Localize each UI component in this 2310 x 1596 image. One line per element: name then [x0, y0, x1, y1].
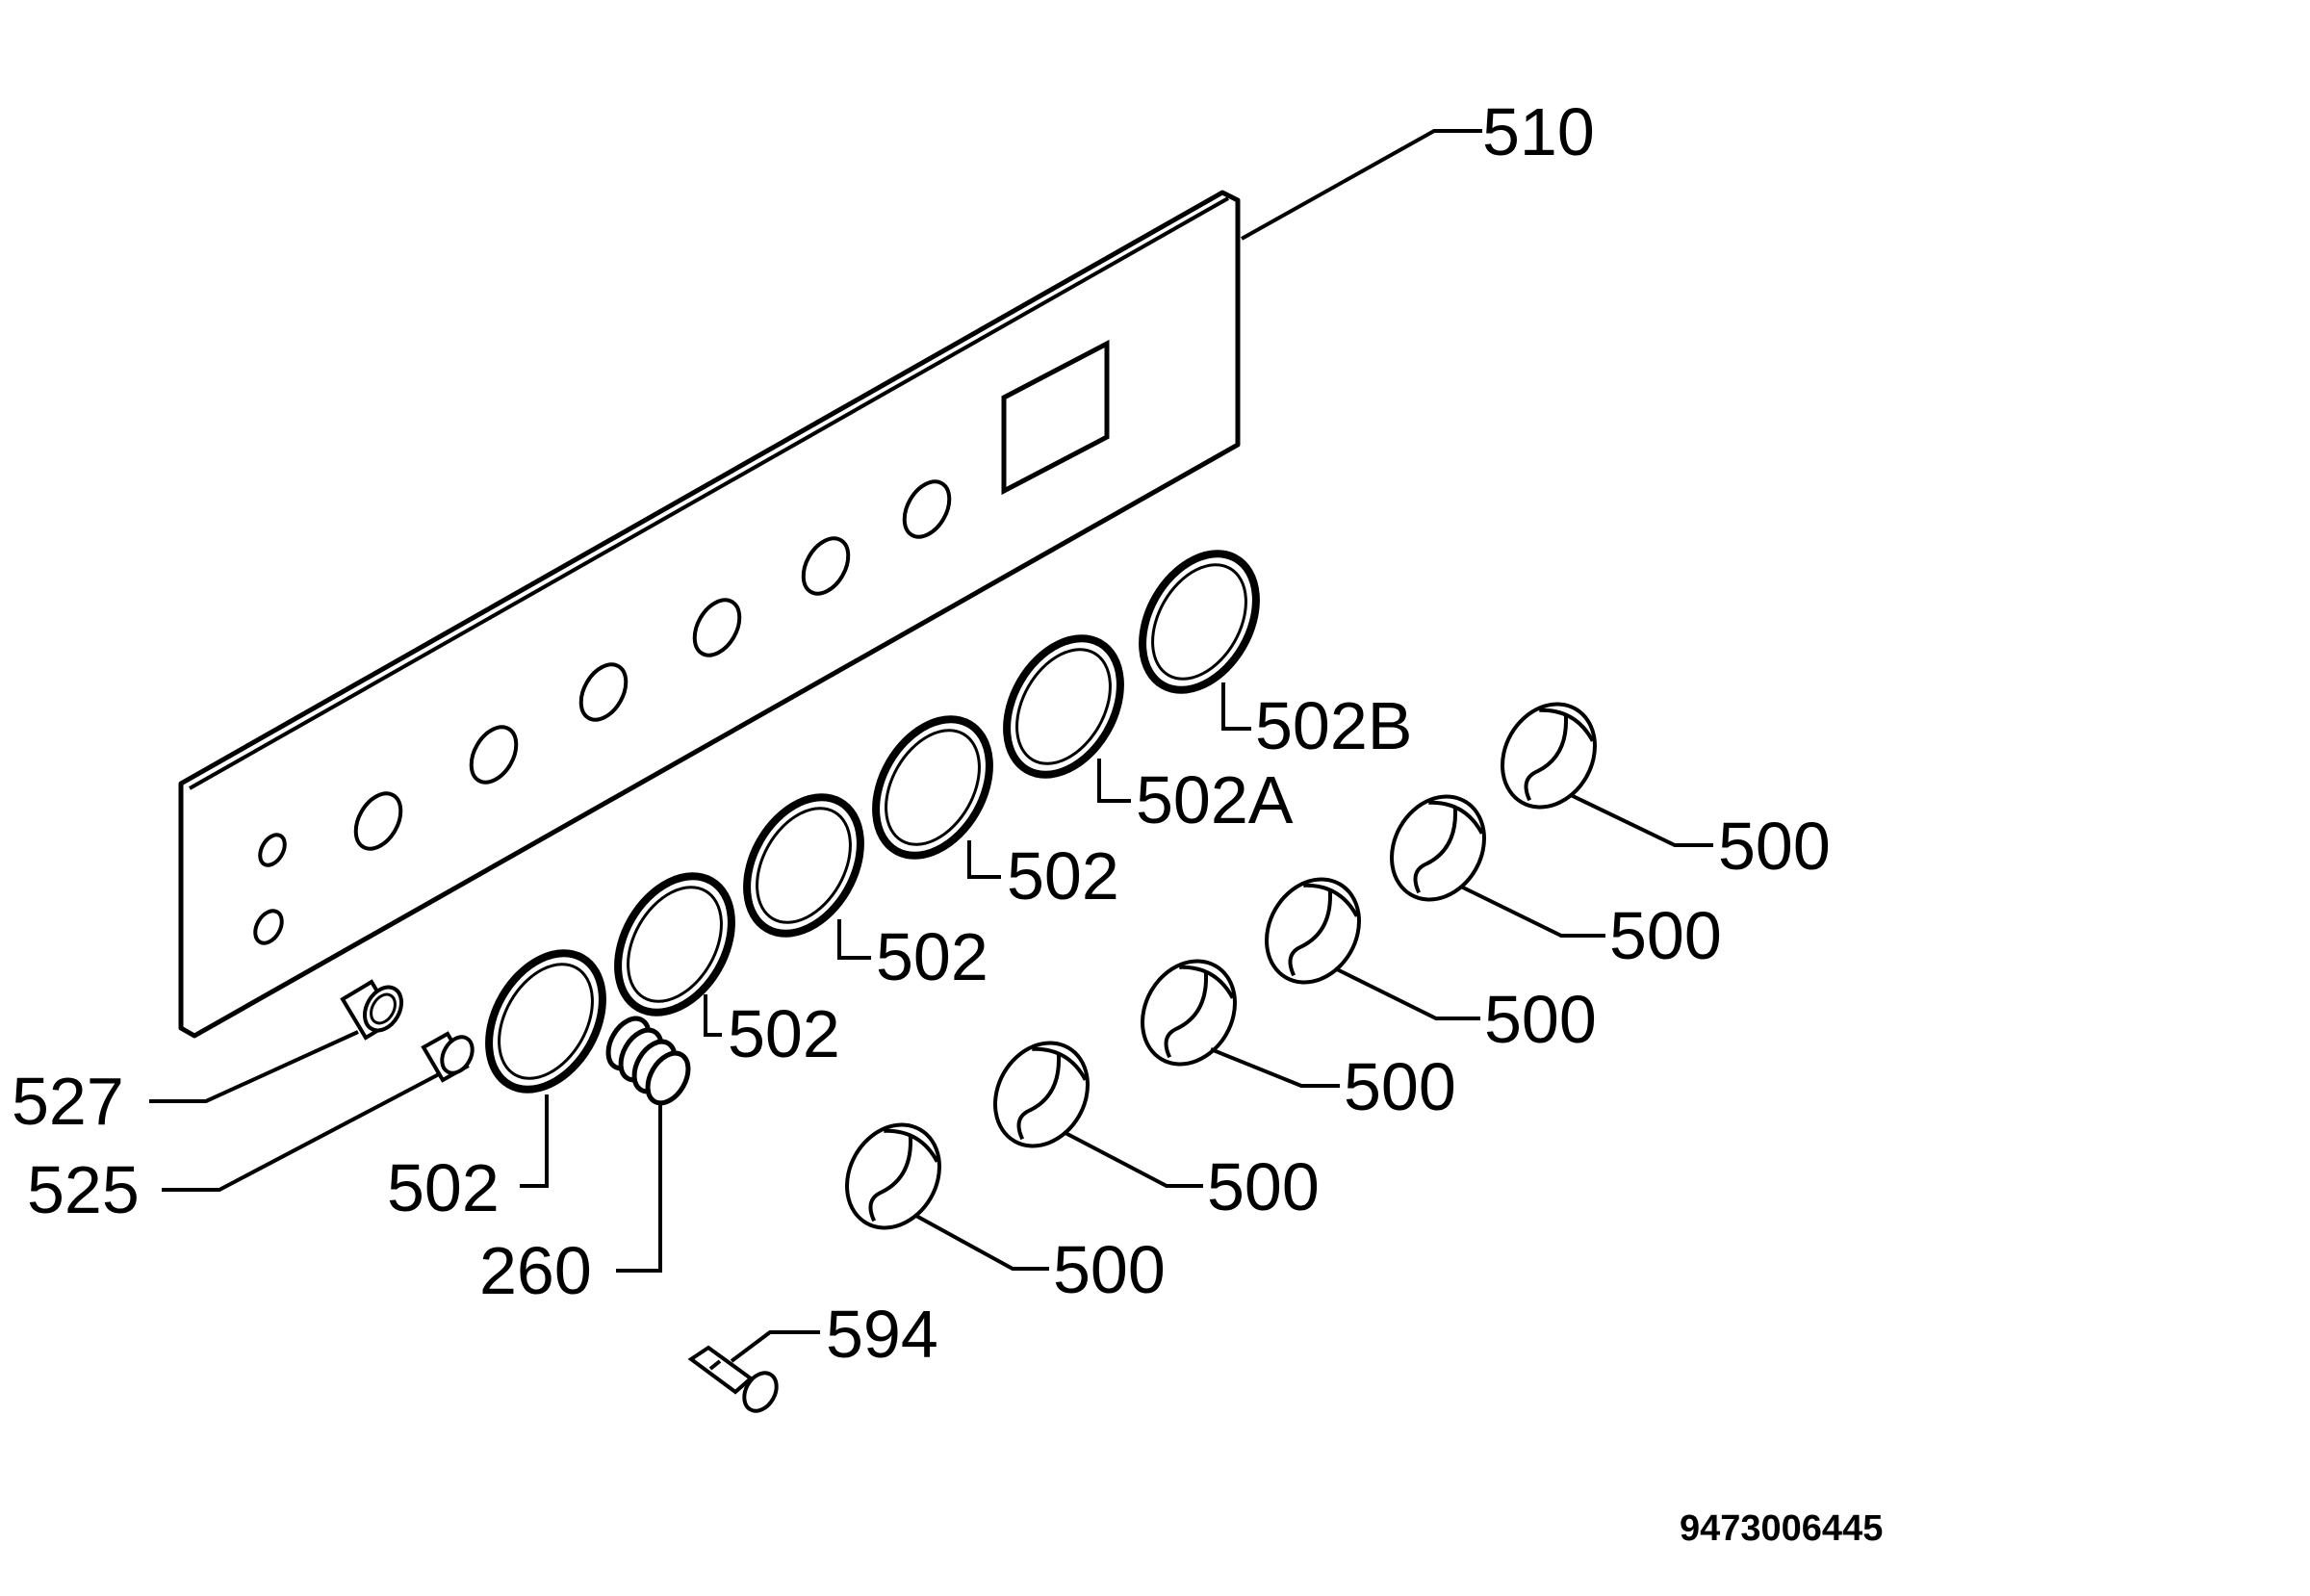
label-502: 502 [387, 1150, 500, 1225]
label-500: 500 [1053, 1232, 1166, 1307]
label-500: 500 [1609, 898, 1722, 973]
panel-hole [253, 909, 284, 945]
control-knob [1265, 877, 1361, 985]
bezel-rings [485, 550, 1260, 1094]
pin [687, 1345, 779, 1413]
control-knob [1141, 959, 1237, 1067]
bezel-ring [743, 793, 864, 938]
spring [605, 1016, 691, 1106]
bezel-ring [872, 715, 993, 860]
panel-hole [902, 479, 952, 539]
label-500: 500 [1484, 982, 1597, 1057]
label-500: 500 [1207, 1149, 1320, 1224]
control-knob [1390, 794, 1486, 902]
label-502A: 502A [1136, 762, 1294, 837]
control-knob [993, 1041, 1090, 1148]
label-502B: 502B [1255, 688, 1412, 763]
drawing-code: 9473006445 [1680, 1508, 1883, 1549]
panel-hole [801, 536, 851, 596]
bezel-ring [1139, 550, 1260, 694]
label-500: 500 [1718, 809, 1831, 884]
push-button-small [421, 1031, 475, 1083]
panel-hole [578, 662, 629, 722]
label-525: 525 [27, 1152, 140, 1227]
label-502: 502 [1007, 838, 1119, 914]
label-594: 594 [826, 1297, 938, 1372]
control-knobs [845, 702, 1597, 1230]
control-knob [845, 1122, 941, 1230]
control-knob [1501, 702, 1597, 810]
label-510: 510 [1482, 94, 1595, 169]
control-panel [178, 190, 1241, 1039]
bezel-ring [1003, 634, 1124, 779]
panel-hole [258, 833, 287, 867]
label-527: 527 [12, 1064, 124, 1139]
push-button-large [340, 979, 403, 1041]
label-260: 260 [479, 1233, 592, 1308]
label-500: 500 [1344, 1049, 1456, 1124]
label-502: 502 [876, 919, 988, 994]
bezel-ring [614, 872, 735, 1017]
display-window [1001, 339, 1110, 496]
panel-hole [692, 598, 742, 657]
label-502: 502 [728, 996, 840, 1071]
panel-hole [353, 791, 403, 851]
panel-hole [469, 725, 519, 785]
bezel-ring [485, 949, 606, 1094]
